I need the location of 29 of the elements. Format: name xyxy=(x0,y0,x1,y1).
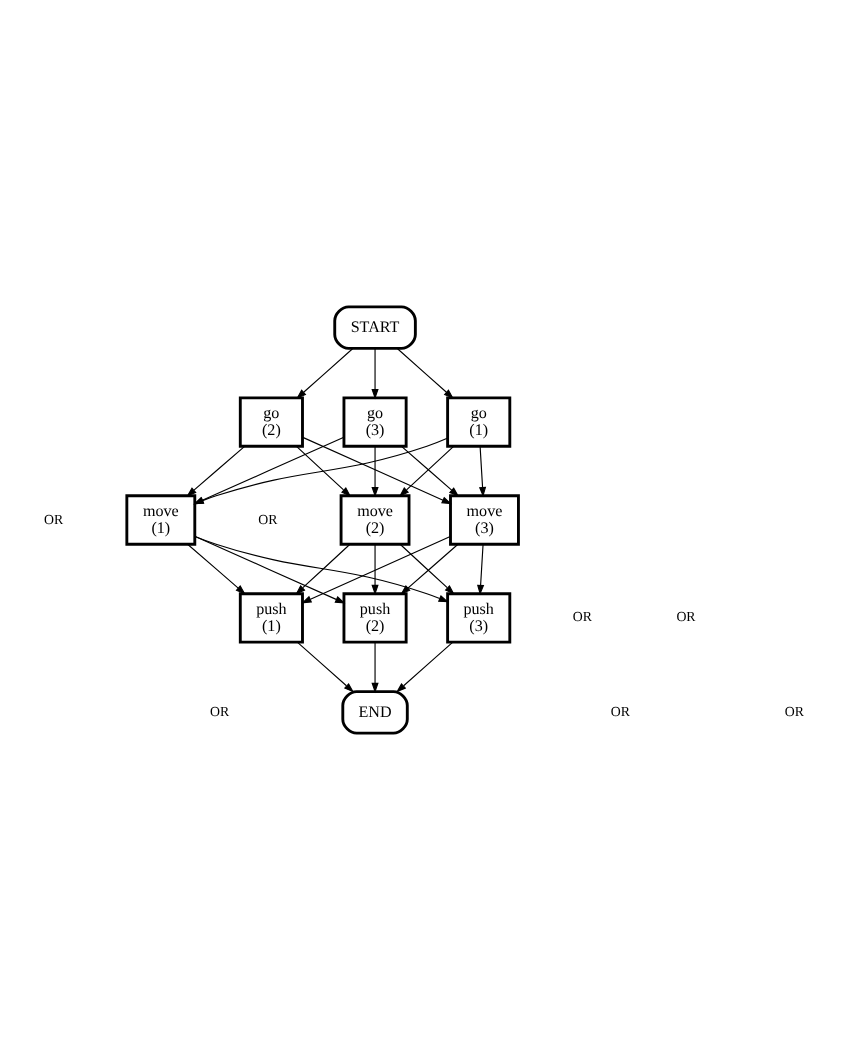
arrow xyxy=(370,542,378,595)
node-box: go (1) xyxy=(445,395,511,447)
arrow xyxy=(300,534,450,603)
arrow xyxy=(370,444,378,497)
arrow xyxy=(185,444,245,496)
node-box: go (3) xyxy=(341,395,407,447)
node-box: push (1) xyxy=(237,591,303,643)
node-box: move (2) xyxy=(338,493,410,545)
arrow xyxy=(193,534,448,602)
arrow xyxy=(370,640,378,693)
node-box: move (3) xyxy=(448,493,519,545)
node-box: END xyxy=(340,689,408,734)
node-box: move (1) xyxy=(124,493,196,545)
arrow xyxy=(301,435,451,504)
arrow xyxy=(295,347,353,398)
arrow xyxy=(395,640,453,692)
node-box: go (2) xyxy=(237,395,303,447)
arrow xyxy=(294,542,350,594)
node-box: push (2) xyxy=(341,591,407,643)
arrow xyxy=(395,347,453,398)
arrow xyxy=(370,347,378,399)
arrow xyxy=(193,534,345,603)
arrow xyxy=(295,640,354,692)
node-box: START xyxy=(332,304,416,349)
arrow xyxy=(476,542,484,595)
arrow xyxy=(477,444,486,497)
node-box: push (3) xyxy=(445,591,511,643)
arrow xyxy=(294,444,351,496)
arrow xyxy=(186,542,245,594)
